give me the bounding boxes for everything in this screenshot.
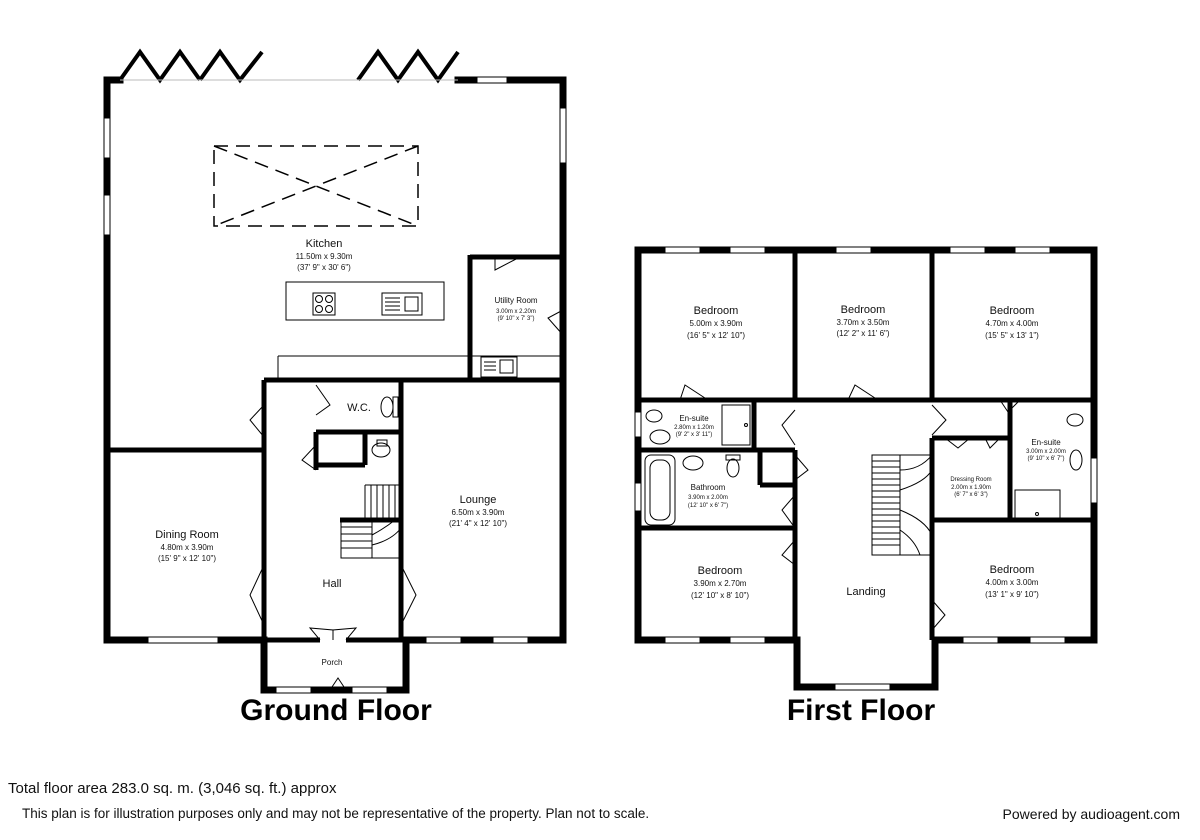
dining-name: Dining Room (155, 529, 219, 541)
ensuite2-metric: 3.00m x 2.00m (1026, 449, 1066, 455)
ensuite2-name: En-suite (1031, 438, 1061, 447)
bed5-name: Bedroom (990, 564, 1035, 576)
kitchen-name: Kitchen (306, 238, 343, 250)
first-floor-title: First Floor (787, 694, 936, 727)
bed2-metric: 3.70m x 3.50m (837, 318, 890, 327)
first-labels: Bedroom 5.00m x 3.90m (16' 5" x 12' 10")… (674, 304, 1066, 727)
ground-labels: Kitchen 11.50m x 9.30m (37' 9" x 30' 6")… (155, 238, 538, 727)
bed4-name: Bedroom (698, 565, 743, 577)
kitchen-metric: 11.50m x 9.30m (296, 252, 353, 261)
ground-outer-walls (103, 76, 567, 694)
bed5-imperial: (13' 1" x 9' 10") (985, 590, 1039, 599)
lounge-imperial: (21' 4" x 12' 10") (449, 519, 507, 528)
first-doors (679, 384, 1021, 631)
bed5-metric: 4.00m x 3.00m (986, 578, 1039, 587)
ensuite1-metric: 2.80m x 1.20m (674, 425, 714, 431)
bed1-metric: 5.00m x 3.90m (690, 319, 743, 328)
first-internal-walls (638, 250, 1094, 640)
ground-internal-walls (107, 254, 563, 643)
wc-fixtures (371, 396, 399, 458)
ground-floor-plan: Kitchen 11.50m x 9.30m (37' 9" x 30' 6")… (103, 48, 567, 727)
ensuite2-fixtures (1014, 413, 1084, 519)
dressing-metric: 2.00m x 1.90m (951, 485, 991, 491)
bed3-metric: 4.70m x 4.00m (986, 319, 1039, 328)
worktop (277, 355, 560, 380)
bifold-doors (118, 48, 460, 84)
bed1-name: Bedroom (694, 305, 739, 317)
ground-staircase (340, 484, 402, 559)
first-windows (634, 246, 1098, 691)
ground-doors (249, 256, 564, 691)
porch-name: Porch (322, 658, 343, 667)
bathroom-metric: 3.90m x 2.00m (688, 495, 728, 501)
first-staircase (871, 454, 933, 556)
wc-name: W.C. (347, 402, 371, 414)
roof-lantern (213, 145, 419, 227)
dressing-name: Dressing Room (950, 477, 991, 483)
ensuite1-name: En-suite (679, 414, 709, 423)
lounge-metric: 6.50m x 3.90m (452, 508, 505, 517)
total-floor-area: Total floor area 283.0 sq. m. (3,046 sq.… (8, 780, 337, 797)
lounge-name: Lounge (460, 494, 497, 506)
hall-name: Hall (323, 578, 342, 590)
bed4-imperial: (12' 10" x 8' 10") (691, 591, 749, 600)
ensuite2-imperial: (9' 10" x 6' 7") (1028, 456, 1065, 462)
kitchen-island (285, 281, 445, 321)
bed2-imperial: (12' 2" x 11' 6") (836, 329, 889, 338)
dining-metric: 4.80m x 3.90m (161, 543, 214, 552)
bathroom-imperial: (12' 10" x 6' 7") (688, 503, 728, 509)
dining-imperial: (15' 9" x 12' 10") (158, 554, 216, 563)
ground-windows (103, 76, 567, 694)
disclaimer-text: This plan is for illustration purposes o… (22, 806, 650, 821)
ensuite1-imperial: (9' 2" x 3' 11") (676, 432, 712, 438)
kitchen-imperial: (37' 9" x 30' 6") (297, 263, 351, 272)
bed3-imperial: (15' 5" x 13' 1") (985, 331, 1039, 340)
first-floor-plan: Bedroom 5.00m x 3.90m (16' 5" x 12' 10")… (634, 246, 1098, 727)
powered-by-text: Powered by audioagent.com (1002, 806, 1180, 822)
ground-floor-title: Ground Floor (240, 694, 432, 727)
dressing-imperial: (6' 7" x 6' 3") (954, 492, 988, 498)
utility-name: Utility Room (494, 296, 537, 305)
bed3-name: Bedroom (990, 305, 1035, 317)
landing-name: Landing (846, 586, 885, 598)
bed1-imperial: (16' 5" x 12' 10") (687, 331, 745, 340)
bathroom-name: Bathroom (691, 483, 726, 492)
bed4-metric: 3.90m x 2.70m (694, 579, 747, 588)
ensuite1-fixtures (645, 404, 751, 446)
bed2-name: Bedroom (841, 304, 886, 316)
utility-metric: 3.00m x 2.20m (496, 309, 536, 315)
bathroom-fixtures (644, 454, 741, 526)
utility-imperial: (9' 10" x 7' 3") (498, 316, 535, 322)
